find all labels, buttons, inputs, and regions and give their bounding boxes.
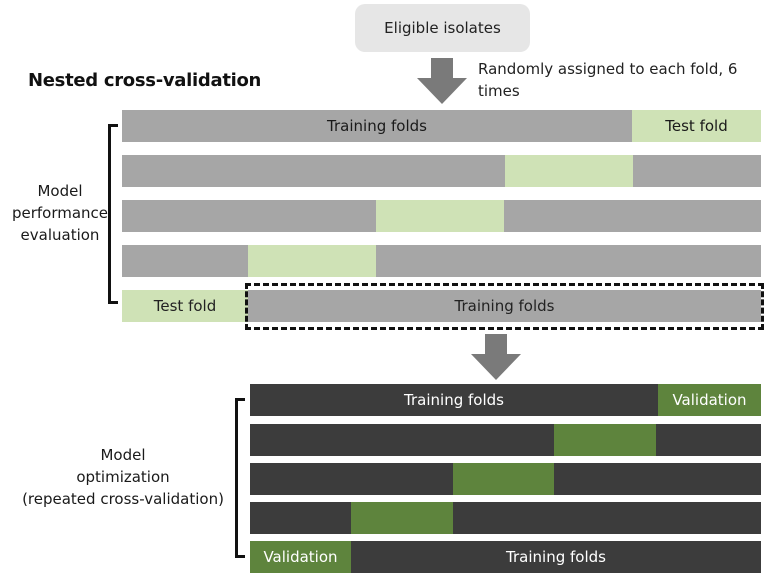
outer-fold-row	[122, 200, 761, 232]
inner-fold-row	[250, 463, 761, 495]
training-folds-segment: Training folds	[248, 290, 761, 322]
inner-side-label-line: optimization	[76, 468, 170, 486]
inner-fold-row	[250, 502, 761, 534]
down-arrow-icon	[417, 58, 467, 104]
outer-fold-row	[122, 155, 761, 187]
training-folds-segment: Training folds	[122, 110, 632, 142]
outer-side-label-line: evaluation	[20, 226, 100, 244]
inner-side-label: Model optimization (repeated cross-valid…	[8, 444, 238, 510]
inner-fold-row: Validation Training folds	[250, 541, 761, 573]
outer-side-label-line: performance	[11, 204, 109, 222]
validation-label: Validation	[672, 391, 747, 409]
validation-segment: Validation	[658, 384, 761, 416]
validation-segment	[554, 424, 656, 456]
eligible-isolates-box: Eligible isolates	[355, 4, 530, 52]
assignment-note: Randomly assigned to each fold, 6 times	[478, 60, 738, 100]
test-fold-segment: Test fold	[122, 290, 248, 322]
diagram-title: Nested cross-validation	[28, 70, 262, 91]
outer-bracket	[108, 124, 118, 304]
outer-side-label-line: Model	[37, 182, 83, 200]
training-folds-segment: Training folds	[250, 384, 658, 416]
inner-bracket	[235, 398, 245, 558]
training-folds-label: Training folds	[327, 117, 427, 135]
outer-fold-row: Training folds Test fold	[122, 110, 761, 142]
validation-segment: Validation	[250, 541, 351, 573]
training-folds-label: Training folds	[506, 548, 606, 566]
test-fold-segment	[505, 155, 633, 187]
eligible-isolates-label: Eligible isolates	[384, 19, 501, 37]
inner-side-label-line: Model	[100, 446, 146, 464]
test-fold-label: Test fold	[153, 297, 217, 315]
training-folds-label: Training folds	[404, 391, 504, 409]
inner-side-label-line: (repeated cross-validation)	[22, 490, 224, 508]
down-arrow-icon	[471, 334, 521, 380]
outer-side-label: Model performance evaluation	[10, 180, 110, 246]
outer-fold-row: Test fold Training folds	[122, 290, 761, 322]
selected-training-folds-outline	[245, 283, 764, 330]
validation-segment	[453, 463, 554, 495]
inner-fold-row: Training folds Validation	[250, 384, 761, 416]
test-fold-segment	[248, 245, 376, 277]
test-fold-segment: Test fold	[632, 110, 761, 142]
validation-segment	[351, 502, 453, 534]
training-folds-segment: Training folds	[351, 541, 761, 573]
outer-fold-row	[122, 245, 761, 277]
test-fold-segment	[376, 200, 504, 232]
training-folds-label: Training folds	[454, 297, 555, 315]
validation-label: Validation	[263, 548, 338, 566]
inner-fold-row	[250, 424, 761, 456]
test-fold-label: Test fold	[665, 117, 728, 135]
